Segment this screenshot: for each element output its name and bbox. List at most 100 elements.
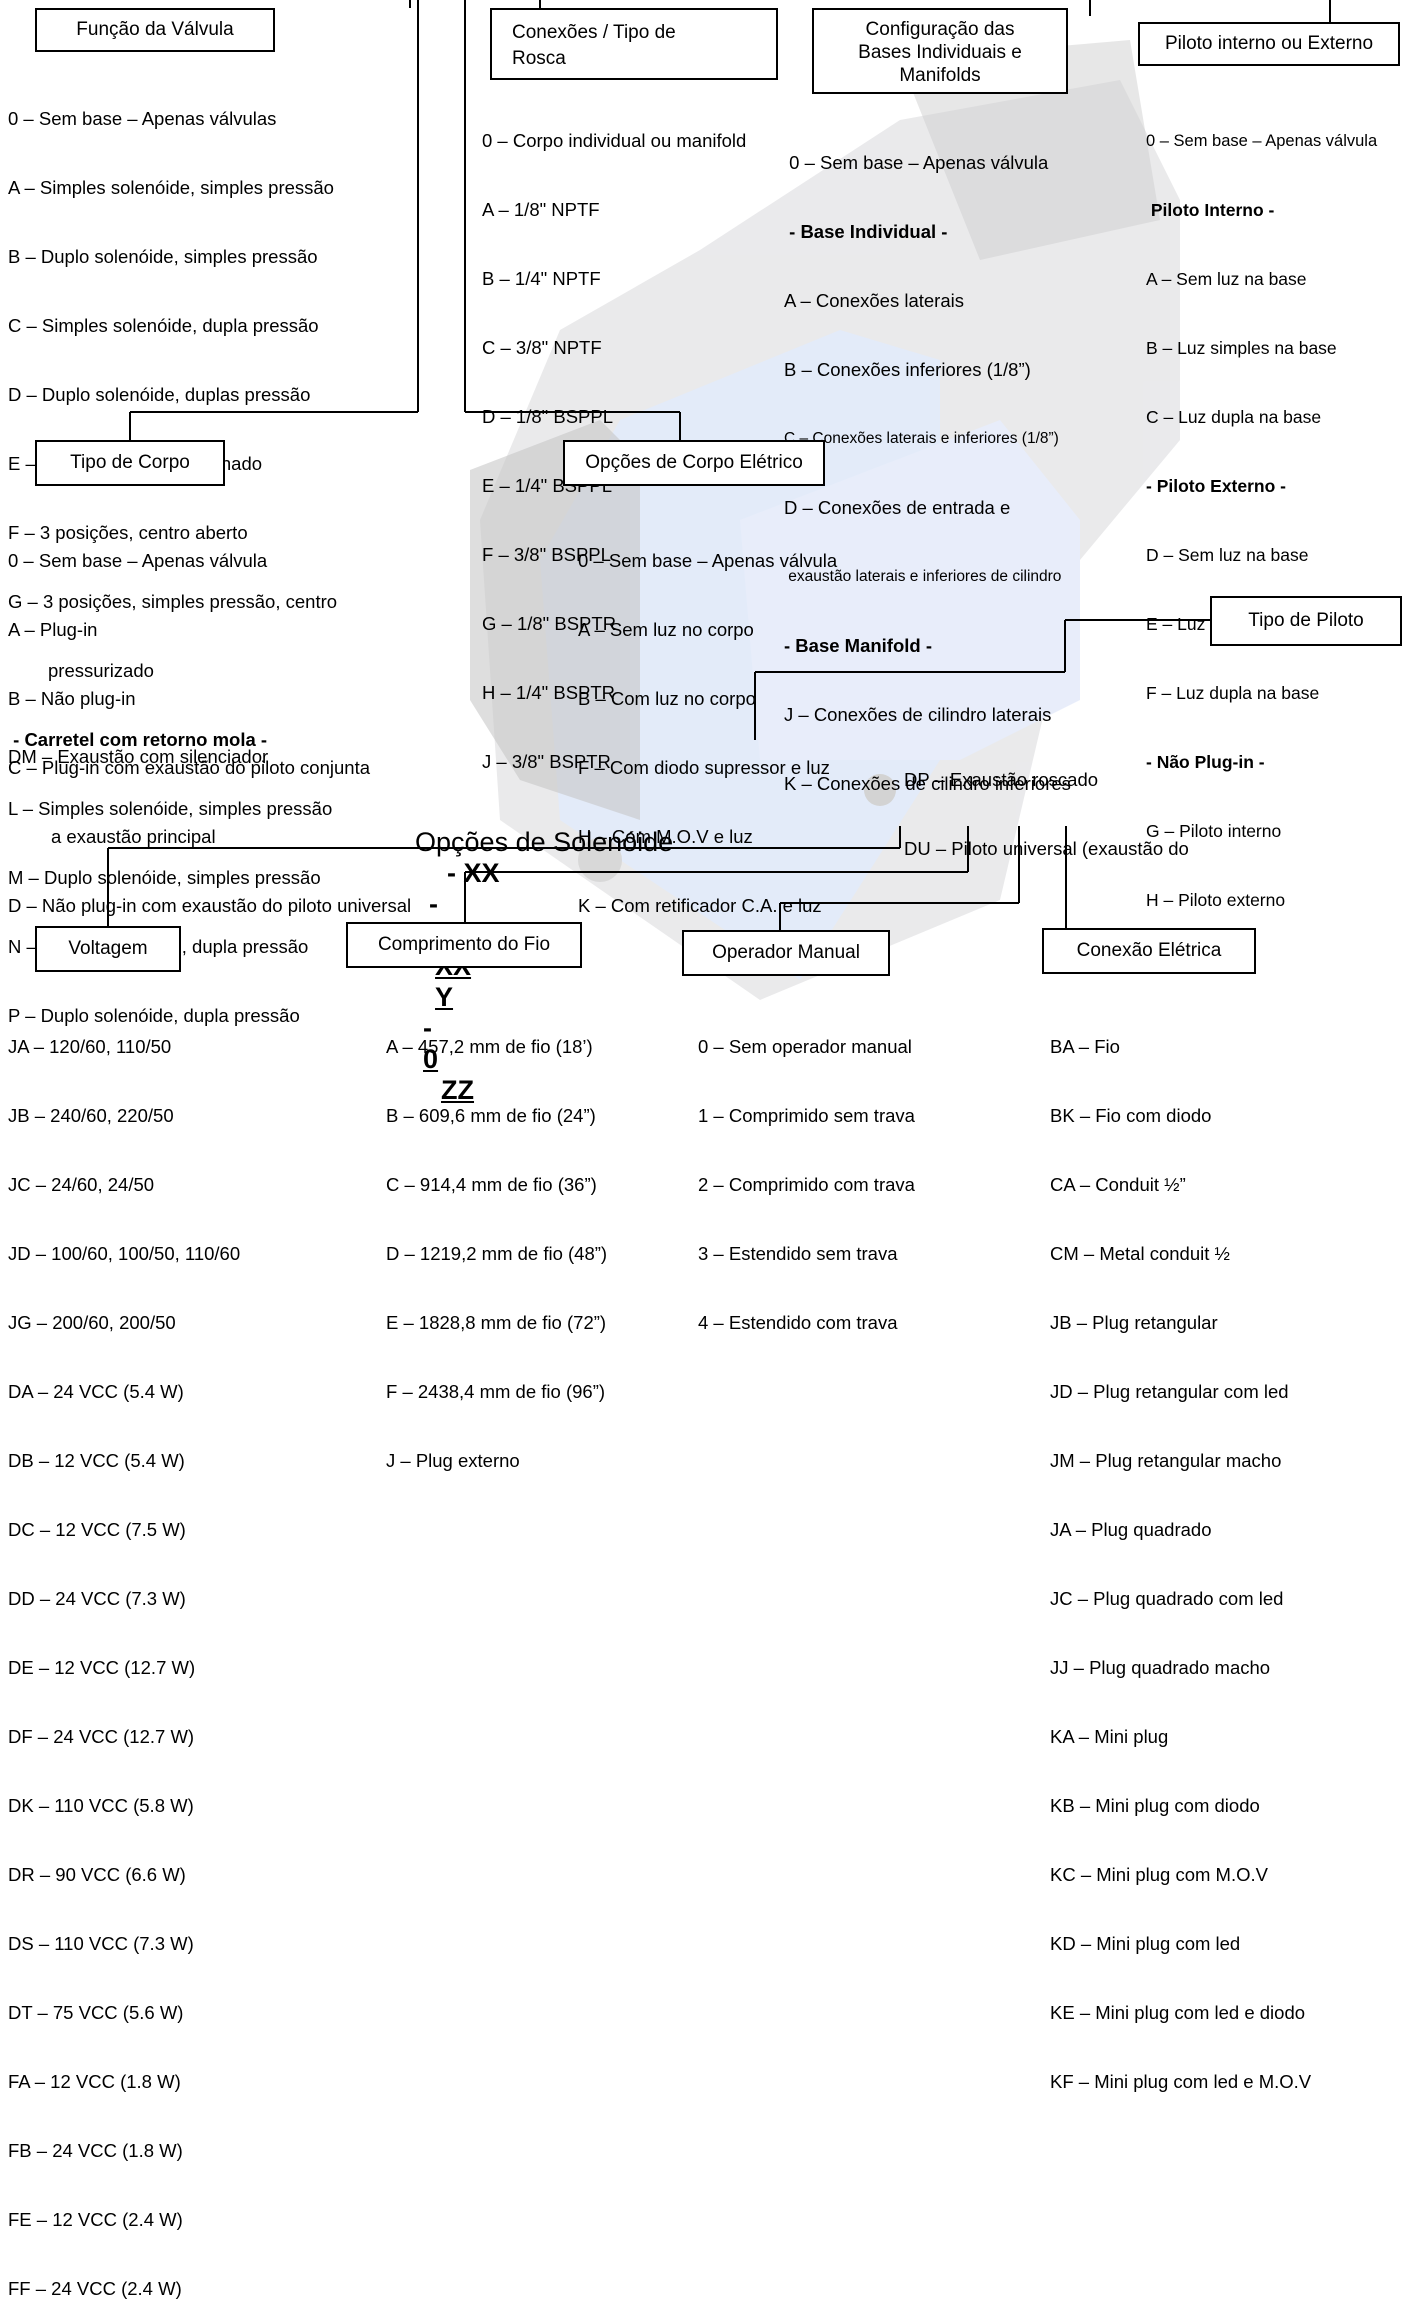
list-item: 0 – Sem base – Apenas válvula <box>8 550 268 571</box>
list-item: DM – Exaustão com silenciador <box>8 746 269 767</box>
list-item: a exaustão principal <box>51 826 216 847</box>
conexao-eletrica-title-box: Conexão Elétrica <box>1042 928 1256 974</box>
list-item: KC – Mini plug com M.O.V <box>1050 1864 1268 1885</box>
list-item: KD – Mini plug com led <box>1050 1933 1241 1954</box>
list-item: C – Simples solenóide, dupla pressão <box>8 315 319 336</box>
conexoes-title-line2: Rosca <box>512 48 566 69</box>
tipo-corpo-list: 0 – Sem base – Apenas válvula A – Plug-i… <box>8 503 411 940</box>
list-item: 0 – Sem base – Apenas válvulas <box>8 108 277 129</box>
tipo-piloto-list: DP – Exaustão roscado DU – Piloto univer… <box>904 722 1189 883</box>
conexao-eletrica-list: BA – Fio BK – Fio com diodo CA – Conduit… <box>1050 989 1311 2116</box>
tipo-corpo-extra: DM – Exaustão com silenciador <box>8 699 268 791</box>
code-segment-manual: 0 <box>423 1044 439 1074</box>
list-item: DC – 12 VCC (7.5 W) <box>8 1519 186 1540</box>
list-item: P – Duplo solenóide, dupla pressão <box>8 1005 300 1026</box>
voltagem-list: JA – 120/60, 110/50 JB – 240/60, 220/50 … <box>8 989 240 2323</box>
list-item: 1 – Comprimido sem trava <box>698 1105 915 1126</box>
code-segment-xx: - XX <box>447 858 500 888</box>
list-subheading: - Base Individual - <box>784 221 948 242</box>
list-item: B – 609,6 mm de fio (24”) <box>386 1105 596 1126</box>
list-item: A – Sem luz no corpo <box>578 619 754 640</box>
list-item: 2 – Comprimido com trava <box>698 1174 915 1195</box>
list-item: FF – 24 VCC (2.4 W) <box>8 2278 182 2299</box>
list-item: JB – 240/60, 220/50 <box>8 1105 174 1126</box>
code-segment-connection: ZZ <box>441 1075 475 1105</box>
list-item: exaustão laterais e inferiores de cilind… <box>784 568 1062 585</box>
list-subheading: - Carretel com retorno mola - <box>8 729 268 750</box>
list-item: JD – 100/60, 100/50, 110/60 <box>8 1243 241 1264</box>
list-item: BA – Fio <box>1050 1036 1120 1057</box>
list-item: DU – Piloto universal (exaustão do <box>904 838 1189 859</box>
list-item: 3 – Estendido sem trava <box>698 1243 898 1264</box>
corpo-eletrico-title-box: Opções de Corpo Elétrico <box>563 440 825 486</box>
code-segment-dash: - <box>423 1013 433 1043</box>
comprimento-list: A – 457,2 mm de fio (18’) B – 609,6 mm d… <box>386 989 607 1495</box>
list-item: B – Duplo solenóide, simples pressão <box>8 246 318 267</box>
tipo-corpo-title: Tipo de Corpo <box>70 452 190 473</box>
list-item: J – Plug externo <box>386 1450 520 1471</box>
list-item: C – Plug-in com exaustão do piloto conju… <box>8 757 370 778</box>
list-item: J – Conexões de cilindro laterais <box>784 704 1052 725</box>
list-item: JB – Plug retangular <box>1050 1312 1218 1333</box>
conexoes-title-box: Conexões / Tipo de Rosca <box>490 8 778 80</box>
list-item: JD – Plug retangular com led <box>1050 1381 1289 1402</box>
list-item: KB – Mini plug com diodo <box>1050 1795 1260 1816</box>
list-item: K – Conexões de cilindro inferiores <box>784 773 1071 794</box>
list-item: JC – Plug quadrado com led <box>1050 1588 1284 1609</box>
list-item: D – 1/8" BSPPL <box>482 406 613 427</box>
tipo-piloto-title-box: Tipo de Piloto <box>1210 596 1402 646</box>
list-item: DA – 24 VCC (5.4 W) <box>8 1381 184 1402</box>
list-item: B – Conexões inferiores (1/8”) <box>784 359 1031 380</box>
list-item: H – Com M.O.V e luz <box>578 826 753 847</box>
list-item: JC – 24/60, 24/50 <box>8 1174 155 1195</box>
list-item: 0 – Sem base – Apenas válvula <box>578 550 838 571</box>
connector-lines <box>107 0 1331 930</box>
list-item: F – 3 posições, centro aberto <box>8 522 248 543</box>
list-item: JG – 200/60, 200/50 <box>8 1312 176 1333</box>
comprimento-title: Comprimento do Fio <box>377 934 551 955</box>
list-item: FA – 12 VCC (1.8 W) <box>8 2071 181 2092</box>
list-item: C – 3/8" NPTF <box>482 337 602 358</box>
list-subheading: - Piloto Externo - <box>1146 476 1286 496</box>
configuracao-title-line3: Manifolds <box>899 65 981 86</box>
tipo-piloto-title: Tipo de Piloto <box>1248 610 1364 631</box>
list-item: F – Com diodo supressor e luz <box>578 757 830 778</box>
voltagem-title: Voltagem <box>68 938 148 959</box>
list-item: JA – 120/60, 110/50 <box>8 1036 172 1057</box>
list-item: B – Com luz no corpo <box>578 688 756 709</box>
list-item: KE – Mini plug com led e diodo <box>1050 2002 1306 2023</box>
list-item: DF – 24 VCC (12.7 W) <box>8 1726 195 1747</box>
list-item: JM – Plug retangular macho <box>1050 1450 1282 1471</box>
list-item: C – Luz dupla na base <box>1146 407 1322 427</box>
list-item: KA – Mini plug <box>1050 1726 1169 1747</box>
list-item: C – 914,4 mm de fio (36”) <box>386 1174 597 1195</box>
list-item: D – Sem luz na base <box>1146 545 1309 565</box>
list-item: L – Simples solenóide, simples pressão <box>8 798 333 819</box>
list-item: 0 – Sem base – Apenas válvula <box>1146 132 1378 150</box>
list-item: DD – 24 VCC (7.3 W) <box>8 1588 186 1609</box>
list-item: G – 1/8" BSPTR <box>482 613 617 634</box>
list-item: JJ – Plug quadrado macho <box>1050 1657 1271 1678</box>
list-item: B – 1/4" NPTF <box>482 268 601 289</box>
list-item: D – Conexões de entrada e <box>784 497 1011 518</box>
list-item: H – Piloto externo <box>1146 890 1286 910</box>
list-item: FB – 24 VCC (1.8 W) <box>8 2140 183 2161</box>
list-item: A – 457,2 mm de fio (18’) <box>386 1036 593 1057</box>
list-item: DK – 110 VCC (5.8 W) <box>8 1795 194 1816</box>
list-item: DT – 75 VCC (5.6 W) <box>8 2002 184 2023</box>
list-item: C – Conexões laterais e inferiores (1/8”… <box>784 430 1059 447</box>
comprimento-title-box: Comprimento do Fio <box>346 922 582 968</box>
list-item: KF – Mini plug com led e M.O.V <box>1050 2071 1312 2092</box>
list-item: E – 1828,8 mm de fio (72”) <box>386 1312 607 1333</box>
configuracao-title-line2: Bases Individuais e <box>858 42 1022 63</box>
list-item: DR – 90 VCC (6.6 W) <box>8 1864 186 1885</box>
list-item: BK – Fio com diodo <box>1050 1105 1212 1126</box>
list-item: K – Com retificador C.A. e luz <box>578 895 822 916</box>
list-item: DB – 12 VCC (5.4 W) <box>8 1450 185 1471</box>
list-item: M – Duplo solenóide, simples pressão <box>8 867 321 888</box>
list-item: B – Luz simples na base <box>1146 338 1337 358</box>
list-item: 4 – Estendido com trava <box>698 1312 898 1333</box>
list-item: A – Conexões laterais <box>784 290 964 311</box>
configuracao-title-box: Configuração das Bases Individuais e Man… <box>812 8 1068 94</box>
list-item: B – Não plug-in <box>8 688 136 709</box>
